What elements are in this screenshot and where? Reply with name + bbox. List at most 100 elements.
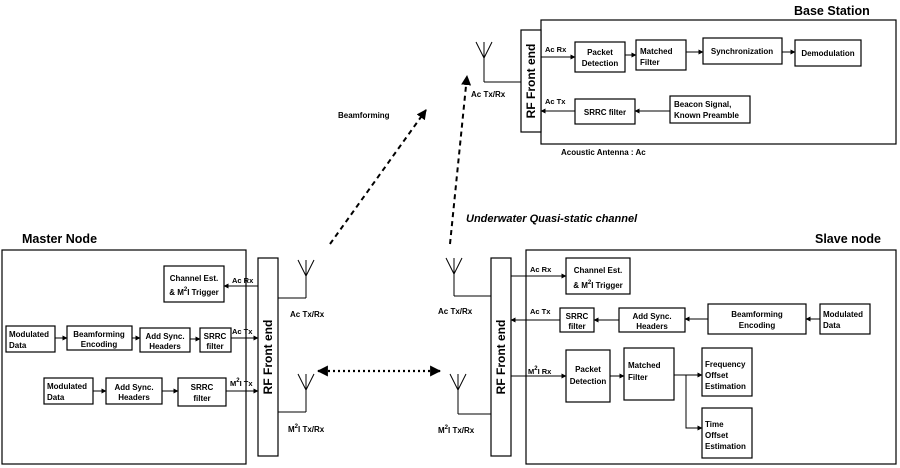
- svg-text:filter: filter: [568, 322, 585, 331]
- svg-text:Matched: Matched: [628, 361, 661, 370]
- slave-m2i-rx-label: M2I Rx: [528, 366, 552, 376]
- svg-text:Offset: Offset: [705, 431, 728, 440]
- svg-text:Channel Est.: Channel Est.: [170, 274, 218, 283]
- slave-rf-front-end: [490, 257, 512, 457]
- svg-text:Encoding: Encoding: [81, 340, 118, 349]
- svg-text:SRRC: SRRC: [566, 312, 589, 321]
- master-m2i-antenna-icon: [278, 373, 315, 413]
- svg-text:Data: Data: [9, 341, 27, 350]
- svg-text:Filter: Filter: [640, 58, 660, 67]
- slave-time-offset-block: Time Offset Estimation: [701, 407, 753, 459]
- master-node-panel: [1, 249, 247, 465]
- svg-text:Data: Data: [47, 393, 65, 402]
- svg-text:Frequency: Frequency: [705, 360, 746, 369]
- slave-matched-filter-block: Matched Filter: [623, 347, 675, 401]
- base-ac-tx-rx-label: Ac Tx/Rx: [471, 90, 506, 99]
- svg-text:Modulated: Modulated: [47, 382, 87, 391]
- svg-text:Estimation: Estimation: [705, 382, 746, 391]
- master-ac-tx-rx-label: Ac Tx/Rx: [290, 310, 325, 319]
- svg-text:Detection: Detection: [570, 377, 607, 386]
- underwater-channel-label: Underwater Quasi-static channel: [466, 213, 638, 225]
- base-synchronization-block: Synchronization: [702, 37, 783, 65]
- svg-text:Headers: Headers: [636, 322, 668, 331]
- base-beacon-signal-block: Beacon Signal, Known Preamble: [669, 95, 751, 124]
- svg-text:Demodulation: Demodulation: [801, 49, 854, 58]
- beamforming-label: Beamforming: [338, 111, 390, 120]
- svg-text:Add Sync.: Add Sync.: [632, 312, 671, 321]
- master-node-title: Master Node: [22, 232, 97, 246]
- master-modulated-data-block-1: Modulated Data: [5, 325, 56, 353]
- slave-frequency-offset-block: Frequency Offset Estimation: [701, 347, 753, 397]
- base-ac-tx-label: Ac Tx: [545, 97, 566, 106]
- slave-beamforming-encoding-block: Beamforming Encoding: [707, 303, 807, 335]
- base-srrc-filter-block: SRRC filter: [574, 98, 636, 125]
- svg-text:SRRC: SRRC: [191, 383, 214, 392]
- master-beamforming-encoding-block: Beamforming Encoding: [66, 325, 133, 351]
- base-rf-front-end-label: RF Front end: [524, 44, 538, 119]
- master-m2i-tx-rx-label: M2I Tx/Rx: [288, 424, 325, 434]
- svg-text:Time: Time: [705, 420, 724, 429]
- beamforming-link-master-base: [329, 109, 427, 245]
- svg-text:Offset: Offset: [705, 371, 728, 380]
- base-antenna-icon: [475, 41, 521, 83]
- slave-ac-rx-label: Ac Rx: [530, 265, 552, 274]
- svg-text:Data: Data: [823, 321, 841, 330]
- svg-text:Headers: Headers: [118, 393, 150, 402]
- slave-acoustic-antenna-icon: [445, 257, 491, 297]
- svg-text:& M2I Trigger: & M2I Trigger: [573, 280, 623, 290]
- master-add-sync-headers-block-1: Add Sync. Headers: [139, 327, 191, 353]
- svg-text:Detection: Detection: [582, 59, 619, 68]
- svg-text:& M2I Trigger: & M2I Trigger: [169, 287, 219, 297]
- svg-text:Encoding: Encoding: [739, 321, 776, 330]
- svg-text:Beacon Signal,: Beacon Signal,: [674, 100, 731, 109]
- master-channel-est-block: Channel Est. & M2I Trigger: [163, 265, 225, 303]
- svg-text:Estimation: Estimation: [705, 442, 746, 451]
- svg-text:Beamforming: Beamforming: [73, 330, 125, 339]
- svg-text:Modulated: Modulated: [9, 330, 49, 339]
- svg-text:filter: filter: [206, 342, 223, 351]
- master-srrc-filter-block-2: SRRC filter: [177, 377, 227, 407]
- svg-text:Modulated: Modulated: [823, 310, 863, 319]
- master-modulated-data-block-2: Modulated Data: [43, 377, 94, 405]
- slave-add-sync-headers-block: Add Sync. Headers: [618, 307, 686, 333]
- svg-text:SRRC filter: SRRC filter: [584, 108, 626, 117]
- slave-m2i-tx-rx-label: M2I Tx/Rx: [438, 425, 475, 435]
- slave-ac-tx-label: Ac Tx: [530, 307, 551, 316]
- master-ac-tx-label: Ac Tx: [232, 327, 253, 336]
- master-rf-front-end: [257, 257, 279, 457]
- base-matched-filter-block: Matched Filter: [635, 39, 687, 71]
- svg-text:Matched: Matched: [640, 47, 673, 56]
- slave-channel-est-block: Channel Est. & M2I Trigger: [565, 257, 631, 295]
- base-ac-rx-label: Ac Rx: [545, 45, 567, 54]
- slave-ac-tx-rx-label: Ac Tx/Rx: [438, 307, 473, 316]
- master-acoustic-antenna-icon: [278, 259, 315, 299]
- svg-text:Add Sync.: Add Sync.: [114, 383, 153, 392]
- base-station-title: Base Station: [794, 4, 870, 18]
- master-m2i-tx-label: M2I Tx: [230, 378, 253, 388]
- slave-rf-front-end-label: RF Front end: [494, 320, 508, 395]
- base-packet-detection-block: Packet Detection: [574, 41, 626, 73]
- svg-text:Add Sync.: Add Sync.: [145, 332, 184, 341]
- svg-text:Headers: Headers: [149, 342, 181, 351]
- slave-node-title: Slave node: [815, 232, 881, 246]
- master-rf-front-end-label: RF Front end: [261, 320, 275, 395]
- svg-text:Known Preamble: Known Preamble: [674, 111, 739, 120]
- svg-text:Packet: Packet: [587, 48, 613, 57]
- acoustic-link-slave-base: [449, 75, 472, 245]
- base-demodulation-block: Demodulation: [794, 39, 862, 67]
- svg-text:filter: filter: [193, 394, 210, 403]
- slave-modulated-data-block: Modulated Data: [819, 303, 871, 335]
- svg-text:Filter: Filter: [628, 373, 648, 382]
- svg-text:Channel Est.: Channel Est.: [574, 266, 622, 275]
- master-srrc-filter-block-1: SRRC filter: [199, 327, 232, 353]
- svg-text:Synchronization: Synchronization: [711, 47, 773, 56]
- svg-text:Packet: Packet: [575, 365, 601, 374]
- slave-m2i-antenna-icon: [449, 373, 491, 415]
- svg-text:Beamforming: Beamforming: [731, 310, 783, 319]
- svg-text:SRRC: SRRC: [204, 332, 227, 341]
- slave-srrc-filter-block: SRRC filter: [559, 307, 595, 333]
- slave-packet-detection-block: Packet Detection: [565, 349, 611, 403]
- master-ac-rx-label: Ac Rx: [232, 276, 254, 285]
- base-rf-front-end: [520, 29, 542, 133]
